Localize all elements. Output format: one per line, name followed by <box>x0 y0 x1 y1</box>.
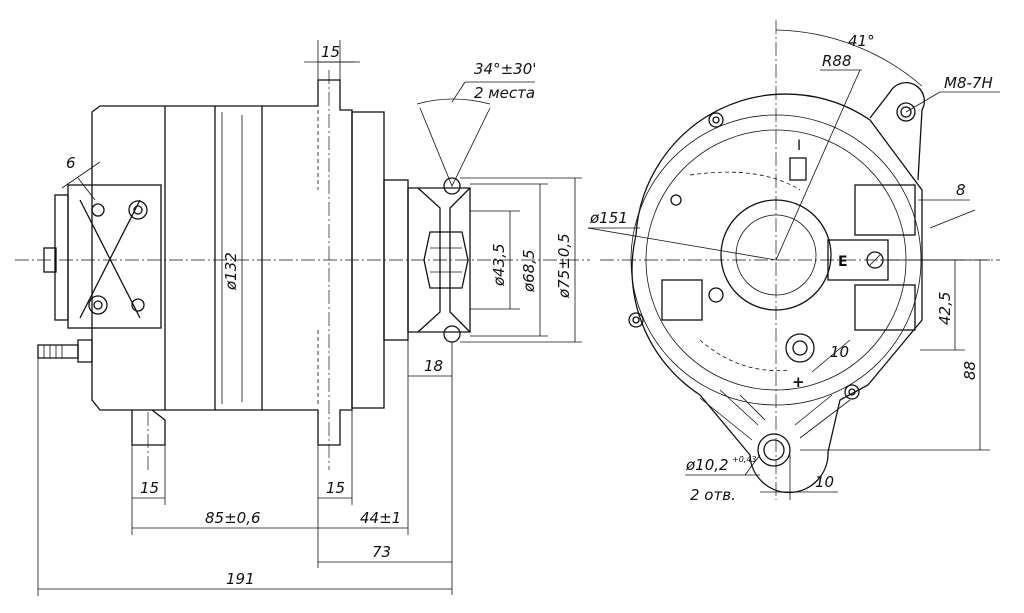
dim-15-bottom-mid: 15 <box>326 479 345 497</box>
terminal-E-label: E <box>838 254 848 270</box>
terminal-I-label: I <box>797 138 801 154</box>
dim-85: 85±0,6 <box>205 509 261 527</box>
angle-41: 41° <box>848 32 875 50</box>
dia-75: ø75±0,5 <box>555 233 573 299</box>
plus-mark: + <box>792 373 805 391</box>
dim-44: 44±1 <box>360 509 401 527</box>
mount-ear-top <box>869 82 925 181</box>
dim-42-5: 42,5 <box>936 292 954 325</box>
dim-10-bottom: 10 <box>815 473 834 491</box>
dim-6: 6 <box>66 154 76 172</box>
dia-43-5: ø43,5 <box>490 243 508 287</box>
dia-10-2-tolerance: +0,43 <box>732 455 757 464</box>
front-hub <box>720 199 832 311</box>
front-dimensions: 41° R88 M8-7H ø151 8 42,5 88 10 10 <box>587 29 1000 504</box>
dim-8: 8 <box>956 181 966 199</box>
side-dimensions: 15 34°±30' 2 места 6 ø132 ø43,5 ø68,5 ø7… <box>37 40 582 596</box>
rectifier-cover <box>67 184 162 329</box>
mount-foot-left <box>131 409 166 446</box>
belt-groove-angle <box>419 107 491 187</box>
regulator-block-bottom <box>854 284 916 331</box>
angle-pulley-label: 34°±30' <box>474 60 536 78</box>
connector-block <box>661 279 703 321</box>
dim-15-top: 15 <box>321 43 340 61</box>
dim-15-bottom-left: 15 <box>140 479 159 497</box>
dim-191: 191 <box>226 570 255 588</box>
dim-10-terminal: 10 <box>830 343 849 361</box>
dia-68-5: ø68,5 <box>520 249 538 293</box>
dim-88: 88 <box>961 361 979 380</box>
dia-132: ø132 <box>222 252 240 291</box>
dim-18: 18 <box>424 357 443 375</box>
pulley-nut <box>423 231 469 289</box>
dim-73: 73 <box>372 543 391 561</box>
front-housing-outline <box>631 93 923 494</box>
regulator-block-top <box>854 184 916 236</box>
front-housing <box>262 79 353 446</box>
thread-m8: M8-7H <box>944 74 993 92</box>
rear-terminal <box>43 247 57 273</box>
dia-151: ø151 <box>589 209 628 227</box>
terminal-I-block <box>789 157 807 181</box>
radius-88: R88 <box>822 52 852 70</box>
angle-note-label: 2 места <box>474 84 535 102</box>
front-view: I E + <box>600 20 1000 500</box>
dia-10-2: ø10,2 <box>685 456 729 474</box>
mount-hole-bottom <box>757 433 791 467</box>
cover-cross <box>79 199 141 319</box>
holes-note: 2 отв. <box>690 486 736 504</box>
